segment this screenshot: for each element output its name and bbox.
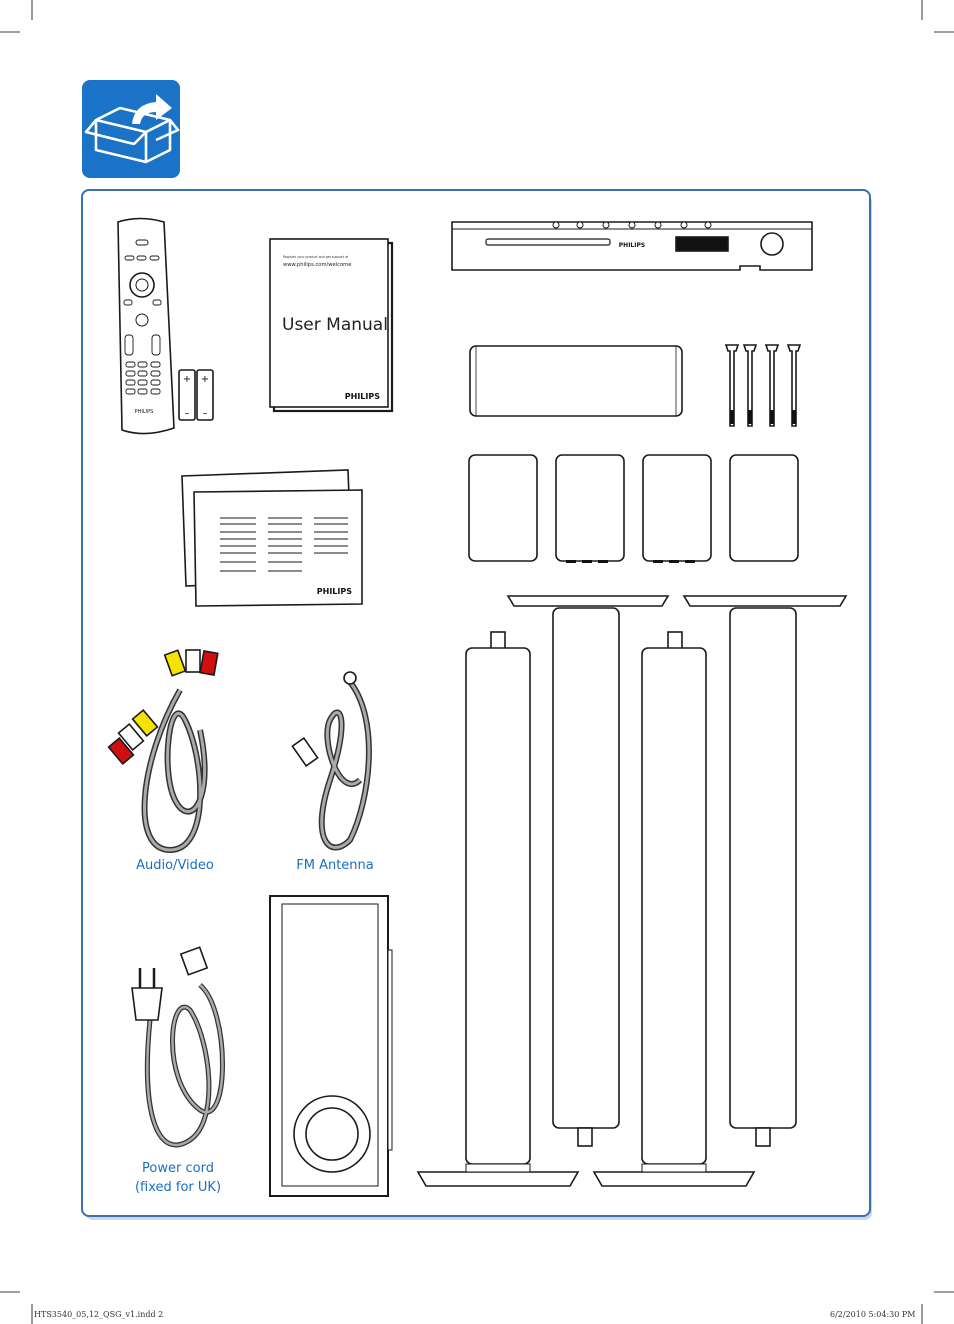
audio-video-cable [107,649,219,854]
fm-antenna-cable [291,671,372,851]
audio-video-label: Audio/Video [136,858,214,873]
quick-start-booklet: PHILIPS [181,469,363,607]
remote-control: PHILIPS [117,217,175,435]
satellite-speakers [468,454,799,563]
center-speaker [469,345,683,417]
unpack-box-icon [82,80,180,178]
slug-file: HTS3540_05,12_QSG_v1.indd 2 [34,1310,164,1319]
screws [724,344,802,427]
booklet-brand: PHILIPS [317,587,352,596]
manual-url: www.philips.com/welcome [283,262,351,268]
slug-datetime: 6/2/2010 5:04:30 PM [830,1310,916,1319]
manual-title: User Manual [282,315,388,335]
user-manual: Register your product and get support at… [269,238,394,413]
power-cord-label: Power cord [142,1161,214,1176]
fm-antenna-label: FM Antenna [296,858,374,873]
battery-minus-1: – [185,408,190,419]
subwoofer [269,895,393,1197]
battery-minus-2: – [203,408,208,419]
main-unit: PHILIPS [451,221,813,271]
manual-brand: PHILIPS [345,392,380,401]
manual-header-line: Register your product and get support at [283,255,349,259]
battery-plus-1: + [183,374,191,385]
battery-plus-2: + [201,374,209,385]
power-cord-note: (fixed for UK) [134,1180,222,1195]
main-unit-brand: PHILIPS [619,242,645,249]
batteries: + + – – [178,369,214,421]
power-cord [131,946,225,1148]
tall-speaker-stands [416,595,848,1187]
remote-brand: PHILIPS [135,409,154,415]
